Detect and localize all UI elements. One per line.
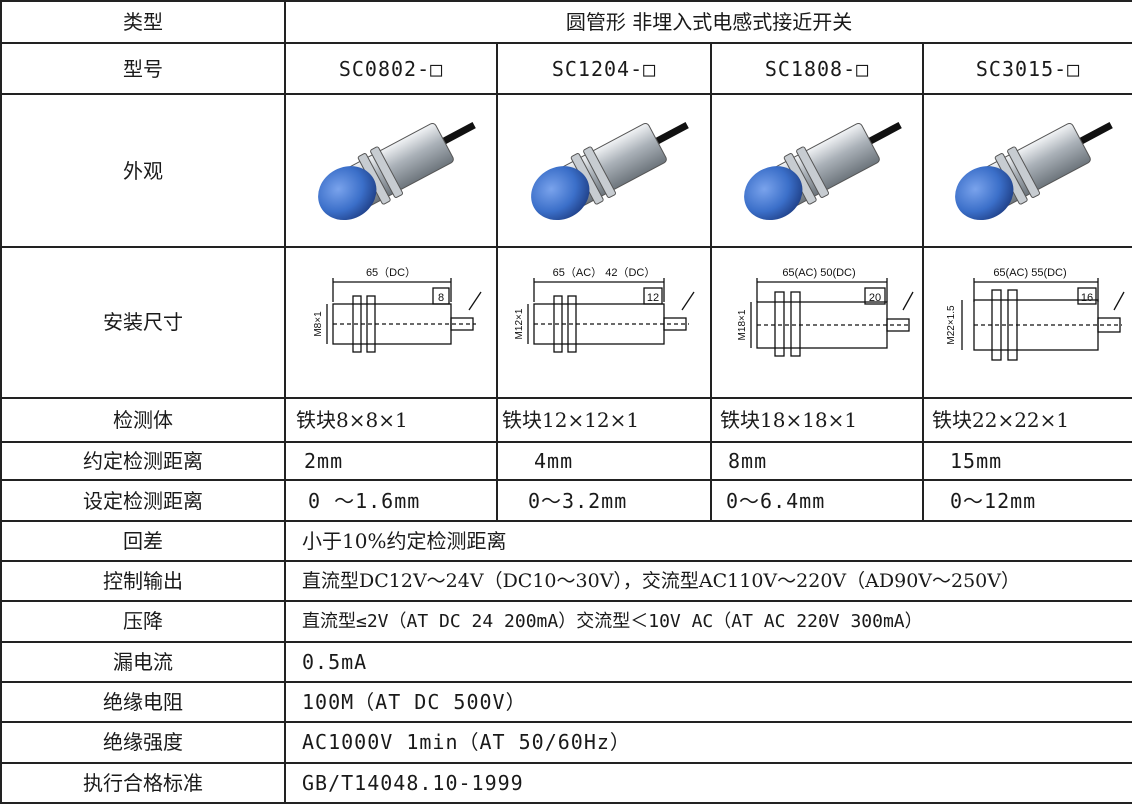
row-mount: 安装尺寸 65（DC） 8 M8×1 65（AC） 42（DC）	[0, 246, 1132, 399]
standard-value: GB/T14048.10-1999	[283, 761, 1132, 804]
dim-side-label: M22×1.5	[946, 305, 957, 345]
proximity-sensor-icon	[955, 121, 1113, 220]
label-hysteresis: 回差	[0, 519, 286, 563]
label-insulation-strength: 绝缘强度	[0, 721, 286, 764]
label-leakage: 漏电流	[0, 640, 286, 683]
insulation-strength-value: AC1000V 1min（AT 50/60Hz）	[283, 721, 1132, 764]
row-type: 类型 圆管形 非埋入式电感式接近开关	[0, 0, 1132, 45]
label-rated-distance: 约定检测距离	[0, 441, 286, 482]
mount-dim-4: 65(AC) 55(DC) 16 M22×1.5	[921, 246, 1132, 399]
dim-end-label: 12	[647, 292, 659, 304]
label-appearance: 外观	[0, 93, 286, 249]
hysteresis-value: 小于10%约定检测距离	[283, 519, 1132, 563]
appearance-1	[284, 93, 498, 249]
insulation-resistance-value: 100M（AT DC 500V）	[283, 680, 1132, 724]
row-standard: 执行合格标准 GB/T14048.10-1999	[0, 761, 1132, 804]
label-insulation-resistance: 绝缘电阻	[0, 680, 286, 724]
label-output: 控制输出	[0, 560, 286, 603]
target-4: 铁块22×22×1	[921, 396, 1132, 444]
model-1: SC0802-□	[284, 42, 498, 96]
model-2: SC1204-□	[496, 42, 712, 96]
row-set-distance: 设定检测距离 0 ～1.6mm 0～3.2mm 0～6.4mm 0～12mm	[0, 479, 1132, 522]
set-distance-2: 0～3.2mm	[496, 479, 712, 522]
dimension-drawing-icon: 65（DC） 8 M8×1	[313, 266, 482, 354]
dim-top-label: 65(AC) 50(DC)	[782, 267, 855, 279]
set-distance-4: 0～12mm	[921, 479, 1132, 522]
label-type: 类型	[0, 0, 286, 45]
appearance-3	[710, 93, 924, 249]
dimension-drawing-icon: 65（AC） 42（DC） 12 M12×1	[514, 266, 695, 354]
set-distance-3: 0～6.4mm	[710, 479, 924, 522]
dim-end-label: 20	[869, 292, 881, 304]
row-model: 型号 SC0802-□ SC1204-□ SC1808-□ SC3015-□	[0, 42, 1132, 96]
mount-dim-1: 65（DC） 8 M8×1	[284, 246, 498, 399]
leakage-value: 0.5mA	[283, 640, 1132, 683]
label-standard: 执行合格标准	[0, 761, 286, 804]
dim-top-label: 65(AC) 55(DC)	[993, 267, 1066, 279]
mount-dim-2: 65（AC） 42（DC） 12 M12×1	[496, 246, 712, 399]
dimension-drawing-icon: 65(AC) 50(DC) 20 M18×1	[737, 267, 914, 358]
dim-side-label: M12×1	[514, 309, 525, 340]
row-rated-distance: 约定检测距离 2mm 4mm 8mm 15mm	[0, 441, 1132, 482]
dim-end-label: 8	[438, 292, 444, 304]
mount-dim-3: 65(AC) 50(DC) 20 M18×1	[710, 246, 924, 399]
proximity-sensor-icon	[744, 121, 902, 220]
row-insulation-resistance: 绝缘电阻 100M（AT DC 500V）	[0, 680, 1132, 724]
proximity-sensor-icon	[531, 121, 689, 220]
rated-distance-4: 15mm	[921, 441, 1132, 482]
voltage-drop-value: 直流型≤2V（AT DC 24 200mA）交流型＜10V AC（AT AC 2…	[283, 600, 1132, 643]
label-set-distance: 设定检测距离	[0, 479, 286, 522]
label-model: 型号	[0, 42, 286, 96]
target-1: 铁块8×8×1	[284, 396, 498, 444]
row-hysteresis: 回差 小于10%约定检测距离	[0, 519, 1132, 563]
label-target: 检测体	[0, 396, 286, 444]
dim-top-label: 65（AC） 42（DC）	[553, 266, 656, 279]
dim-top-label: 65（DC）	[366, 266, 416, 279]
target-3: 铁块18×18×1	[710, 396, 924, 444]
appearance-2	[496, 93, 712, 249]
rated-distance-3: 8mm	[710, 441, 924, 482]
output-value: 直流型DC12V～24V（DC10～30V），交流型AC110V～220V（AD…	[283, 560, 1132, 603]
dim-side-label: M18×1	[737, 310, 748, 341]
rated-distance-2: 4mm	[496, 441, 712, 482]
label-voltage-drop: 压降	[0, 600, 286, 643]
set-distance-1: 0 ～1.6mm	[284, 479, 498, 522]
row-output: 控制输出 直流型DC12V～24V（DC10～30V），交流型AC110V～22…	[0, 560, 1132, 603]
rated-distance-1: 2mm	[284, 441, 498, 482]
type-value: 圆管形 非埋入式电感式接近开关	[283, 0, 1132, 45]
proximity-sensor-icon	[318, 121, 476, 220]
row-target: 检测体 铁块8×8×1 铁块12×12×1 铁块18×18×1 铁块22×22×…	[0, 396, 1132, 444]
target-2: 铁块12×12×1	[496, 396, 712, 444]
row-appearance: 外观	[0, 93, 1132, 249]
dimension-drawing-icon: 65(AC) 55(DC) 16 M22×1.5	[946, 267, 1125, 362]
row-insulation-strength: 绝缘强度 AC1000V 1min（AT 50/60Hz）	[0, 721, 1132, 764]
row-voltage-drop: 压降 直流型≤2V（AT DC 24 200mA）交流型＜10V AC（AT A…	[0, 600, 1132, 643]
model-3: SC1808-□	[710, 42, 924, 96]
row-leakage: 漏电流 0.5mA	[0, 640, 1132, 683]
dim-end-label: 16	[1081, 292, 1093, 304]
model-4: SC3015-□	[921, 42, 1132, 96]
label-mount: 安装尺寸	[0, 246, 286, 399]
appearance-4	[921, 93, 1132, 249]
dim-side-label: M8×1	[313, 311, 324, 337]
